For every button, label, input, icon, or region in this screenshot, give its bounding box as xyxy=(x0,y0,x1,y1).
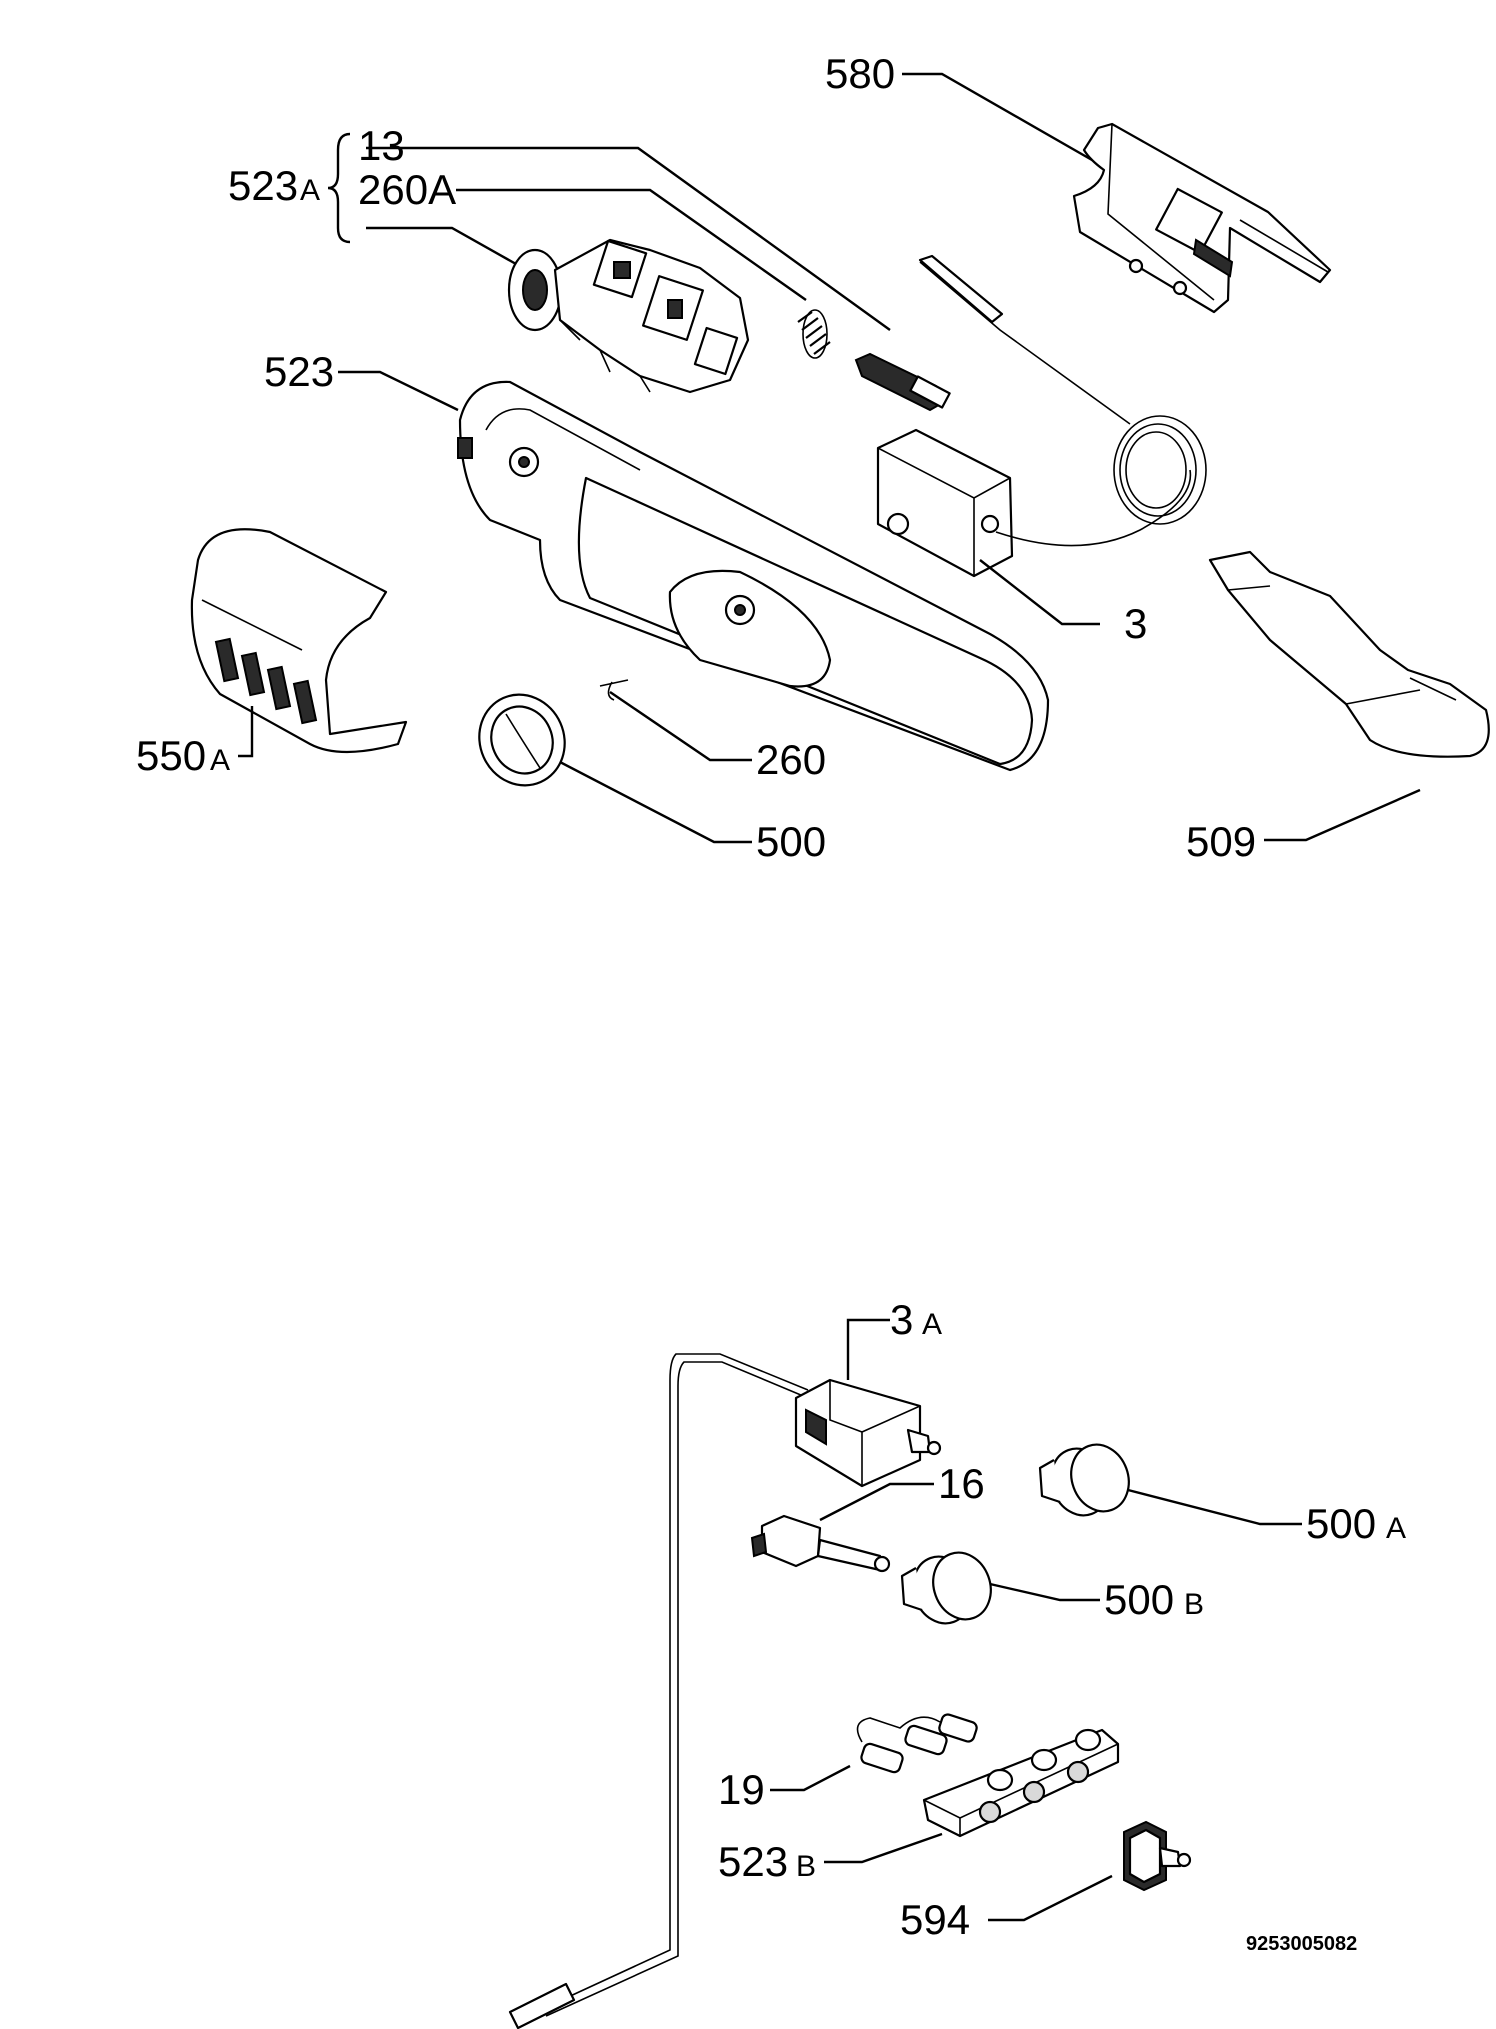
label-260: 260 xyxy=(756,736,826,783)
part-523B-lamp-strip xyxy=(922,1728,1120,1838)
part-594-button xyxy=(1123,1820,1192,1892)
part-500-knob xyxy=(478,693,566,787)
label-500A-suffix: A xyxy=(1386,1512,1406,1545)
label-3: 3 xyxy=(1124,600,1147,647)
curly-brace-icon xyxy=(327,132,351,244)
label-260A: 260A xyxy=(358,166,456,213)
label-16: 16 xyxy=(938,1460,985,1507)
part-509-handle xyxy=(1208,550,1490,758)
label-500B-suffix: B xyxy=(1184,1588,1204,1621)
drawing-code: 9253005082 xyxy=(1246,1933,1357,1955)
part-500B-button xyxy=(900,1551,992,1625)
label-13: 13 xyxy=(358,122,405,169)
part-523-housing xyxy=(457,380,1050,772)
label-550A-suffix: A xyxy=(210,744,230,777)
label-509: 509 xyxy=(1186,818,1256,865)
label-550A: 550 xyxy=(136,732,206,779)
label-580: 580 xyxy=(825,50,895,97)
part-capillary-probe xyxy=(508,1353,809,2029)
part-260-clip xyxy=(599,679,629,701)
label-523B-suffix: B xyxy=(796,1850,816,1883)
label-3A: 3 xyxy=(890,1296,913,1343)
part-3A-thermostat xyxy=(794,1378,942,1488)
label-523B: 523 xyxy=(718,1838,788,1885)
label-3A-suffix: A xyxy=(922,1308,942,1341)
leader-lines xyxy=(238,72,1421,1922)
label-523A-suffix: A xyxy=(300,174,320,207)
part-260A-spring xyxy=(797,309,831,359)
callout-labels: 580 13 523 A 260A 523 3 550 A 260 500 50… xyxy=(136,50,1406,1955)
label-523: 523 xyxy=(264,348,334,395)
label-500B: 500 xyxy=(1104,1576,1174,1623)
label-19: 19 xyxy=(718,1766,765,1813)
label-594: 594 xyxy=(900,1896,970,1943)
part-19-lamp-holders xyxy=(856,1713,978,1774)
label-500: 500 xyxy=(756,818,826,865)
part-580-bracket xyxy=(1072,122,1332,314)
part-16-switch xyxy=(750,1514,891,1573)
label-500A: 500 xyxy=(1306,1500,1376,1547)
part-550A-cover xyxy=(190,528,408,754)
part-3-thermostat xyxy=(876,254,1207,578)
part-13-pin xyxy=(854,352,951,412)
label-523A: 523 xyxy=(228,162,298,209)
part-523A-switch-assembly xyxy=(507,238,750,394)
part-500A-button xyxy=(1038,1443,1130,1517)
